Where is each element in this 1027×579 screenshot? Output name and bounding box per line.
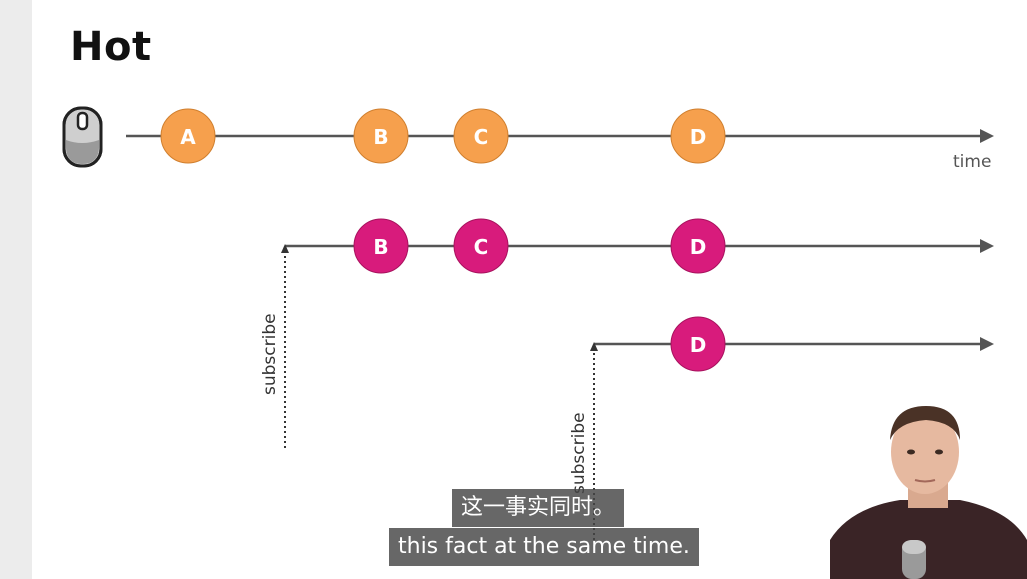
subscriber-1-event-c: C [453, 218, 509, 274]
time-axis-label: time [953, 152, 991, 172]
svg-text:D: D [690, 333, 707, 357]
mouse-icon [62, 106, 103, 168]
svg-text:D: D [690, 235, 707, 259]
source-timeline [126, 129, 994, 143]
svg-text:A: A [180, 125, 196, 149]
svg-text:B: B [373, 125, 388, 149]
svg-text:D: D [690, 125, 707, 149]
subscribe-label-2: subscribe [569, 412, 589, 494]
svg-text:C: C [474, 235, 489, 259]
subtitle-english: this fact at the same time. [389, 528, 699, 566]
subscribe-label-1: subscribe [260, 313, 280, 395]
source-event-c: C [453, 108, 509, 164]
svg-text:C: C [474, 125, 489, 149]
subtitle-chinese: 这一事实同时。 [452, 489, 625, 527]
source-event-b: B [353, 108, 409, 164]
page-title: Hot [70, 24, 152, 70]
svg-text:B: B [373, 235, 388, 259]
subscriber-2-event-d: D [670, 316, 726, 372]
source-event-a: A [160, 108, 216, 164]
subscriber-1-event-d: D [670, 218, 726, 274]
source-event-d: D [670, 108, 726, 164]
presenter-video [830, 400, 1027, 579]
subscriber-1-event-b: B [353, 218, 409, 274]
subscriber-2-timeline [590, 337, 994, 545]
